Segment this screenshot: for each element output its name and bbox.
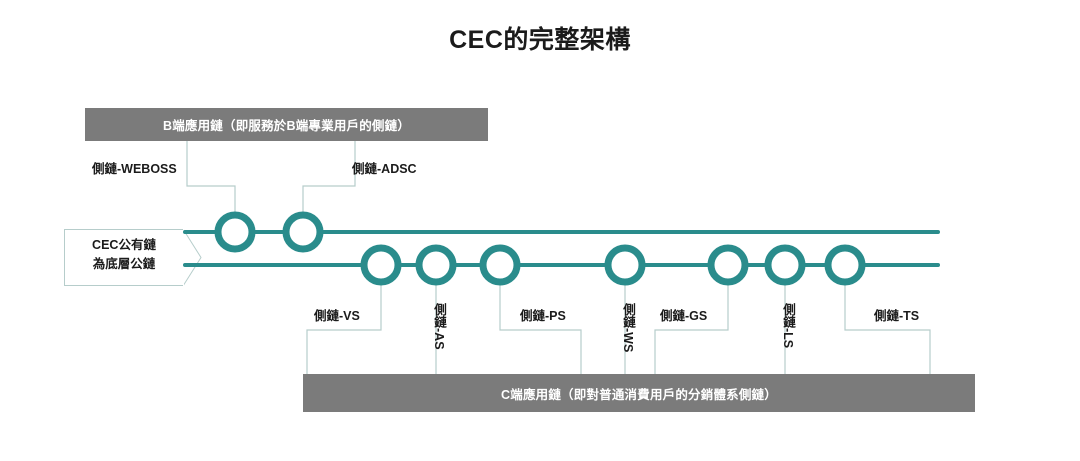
connector-adsc xyxy=(302,141,356,232)
chain-label-adsc: 側鏈-ADSC xyxy=(352,162,417,176)
chain-label-ws: 側鏈-WS xyxy=(621,303,635,353)
chain-label-gs: 側鏈-GS xyxy=(660,309,708,323)
chain-label-ps: 側鏈-PS xyxy=(520,309,566,323)
b-side-band: B端應用鏈（即服務於B端專業用戶的側鏈） xyxy=(85,108,488,141)
chain-label-ls: 側鏈-LS xyxy=(781,303,795,349)
callout-line-2: 為底層公鏈 xyxy=(92,257,156,271)
node-ts xyxy=(824,244,866,286)
node-weboss xyxy=(214,211,256,253)
callout-line-1: CEC公有鏈 xyxy=(92,238,156,252)
page-title: CEC的完整架構 xyxy=(449,26,631,54)
chain-label-ts: 側鏈-TS xyxy=(874,309,920,323)
node-ps xyxy=(479,244,521,286)
connector-weboss xyxy=(186,141,236,232)
c-side-band: C端應用鏈（即對普通消費用戶的分銷體系側鏈） xyxy=(303,374,975,412)
node-adsc xyxy=(282,211,324,253)
node-gs xyxy=(707,244,749,286)
chain-nodes xyxy=(214,211,866,286)
node-vs xyxy=(360,244,402,286)
node-ws xyxy=(604,244,646,286)
public-chain-rails xyxy=(183,230,940,267)
connector-lines xyxy=(186,141,931,374)
chain-label-vs: 側鏈-VS xyxy=(314,309,360,323)
node-as xyxy=(415,244,457,286)
b-side-band-label: B端應用鏈（即服務於B端專業用戶的側鏈） xyxy=(162,119,411,133)
c-side-band-label: C端應用鏈（即對普通消費用戶的分銷體系側鏈） xyxy=(501,387,777,402)
node-ls xyxy=(764,244,806,286)
callout-arrow-icon xyxy=(183,229,202,286)
public-chain-callout-text: CEC公有鏈 為底層公鏈 xyxy=(64,236,184,274)
public-chain-callout-box xyxy=(64,229,184,286)
chain-label-weboss: 側鏈-WEBOSS xyxy=(92,162,177,176)
chain-label-as: 側鏈-AS xyxy=(432,303,446,350)
